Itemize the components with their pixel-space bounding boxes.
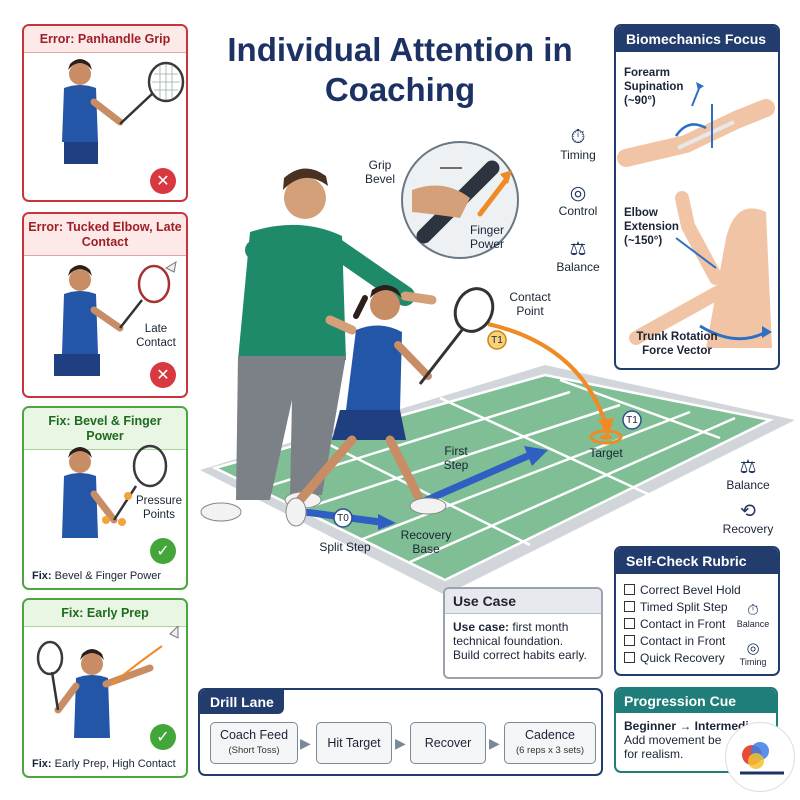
error-card-panhandle: Error: Panhandle Grip ✕ [22,24,188,202]
error-card-tucked-elbow: Error: Tucked Elbow, Late Contact Late C… [22,212,188,398]
recovery-base-label: Recovery Base [400,528,452,556]
card-title: Error: Tucked Elbow, Late Contact [24,214,186,256]
panel-title: Biomechanics Focus [616,26,778,52]
recycle-icon: ⟲ [740,500,756,522]
stopwatch-icon: ⏱ [570,126,586,148]
rubric-item[interactable]: Timed Split Step [624,600,728,615]
t1-contact-label: T1 [491,335,503,346]
player-illustration [62,59,185,164]
check-icon: ✓ [150,724,176,750]
anatomy-illustration [617,82,775,348]
elbow-extension-label: Elbow Extension (~150°) [624,207,679,247]
finger-power-label: Finger Power [469,223,504,251]
self-check-rubric: Self-Check Rubric Correct Bevel Hold Tim… [614,546,780,676]
scale-icon: ⚖ [569,238,587,260]
use-case-box: Use Case Use case: first month technical… [443,587,603,679]
checkbox[interactable] [624,618,635,629]
use-case-body: Use case: first month technical foundati… [453,620,587,662]
error-x-icon: ✕ [150,362,176,388]
right-metric-recovery: ⟲ Recovery [718,500,778,536]
court-scene [200,141,795,595]
rubric-item[interactable]: Quick Recovery [624,651,725,666]
t0-label: T0 [337,513,349,524]
biomechanics-panel: Biomechanics Focus Forearm Supination (~… [614,24,780,370]
player-illustration [62,444,168,538]
card-title: Error: Panhandle Grip [24,26,186,53]
player-illustration [36,626,179,738]
rubric-item[interactable]: Contact in Front [624,634,725,649]
t1-target-label: T1 [626,415,638,426]
right-metric-balance: ⚖ Balance [718,456,778,492]
drill-lane-title: Drill Lane [200,690,284,714]
metric-timing: ⏱ Timing [548,126,608,162]
arrow-right-icon: ▶ [489,736,500,752]
use-case-title: Use Case [445,589,601,614]
drill-lane: Drill Lane Coach Feed(Short Toss) ▶ Hit … [198,688,603,776]
arrow-right-icon: ▶ [395,736,406,752]
progression-title: Progression Cue [616,689,776,713]
drill-step-coach-feed: Coach Feed(Short Toss) [210,722,298,764]
scale-icon: ⚖ [739,456,757,478]
progression-body: Beginner → Intermedi Add movement be for… [624,719,749,761]
drill-step-hit-target: Hit Target [316,722,392,764]
panel-title: Self-Check Rubric [616,548,778,574]
split-step-label: Split Step [319,540,371,554]
checkbox[interactable] [624,652,635,663]
drill-step-recover: Recover [410,722,486,764]
academy-logo [725,722,795,792]
drill-step-cadence: Cadence(6 reps x 3 sets) [504,722,596,764]
target-icon: ◎ [746,639,760,657]
rubric-side-balance: ⏱ Balance [728,601,778,630]
forearm-supination-label: Forearm Supination (~90°) [624,67,684,107]
player-illustration [54,260,177,376]
checkbox[interactable] [624,601,635,612]
contact-point-label: Contact Point [509,290,551,318]
metric-control: ◎ Control [548,182,608,218]
rubric-item[interactable]: Contact in Front [624,617,725,632]
checkbox[interactable] [624,635,635,646]
first-step-label: First Step [443,444,469,472]
card-title: Fix: Early Prep [24,600,186,627]
card-footer: Fix: Early Prep, High Contact [32,758,176,770]
late-contact-label: Late Contact [136,323,176,349]
rubric-side-timing: ◎ Timing [728,639,778,668]
page-title: Individual Attention in Coaching [227,31,573,108]
fix-card-bevel: Fix: Bevel & Finger Power Pressure Point… [22,406,188,590]
checkbox[interactable] [624,584,635,595]
check-icon: ✓ [150,538,176,564]
metric-balance: ⚖ Balance [548,238,608,274]
student-figure [285,285,495,527]
fix-card-early-prep: Fix: Early Prep ✓ Fix: Early Prep, High … [22,598,188,778]
target-icon: ◎ [569,182,587,204]
error-x-icon: ✕ [150,168,176,194]
pressure-points-label: Pressure Points [135,495,183,521]
rubric-item[interactable]: Correct Bevel Hold [624,583,741,598]
arrow-right-icon: ▶ [300,736,311,752]
target-label: Target [589,446,623,460]
card-title: Fix: Bevel & Finger Power [24,408,186,450]
grip-bevel-label: Grip Bevel [364,158,396,186]
card-footer: Fix: Bevel & Finger Power [32,570,162,582]
stopwatch-icon: ⏱ [747,601,759,619]
trunk-rotation-label: Trunk Rotation Force Vector [636,331,718,357]
